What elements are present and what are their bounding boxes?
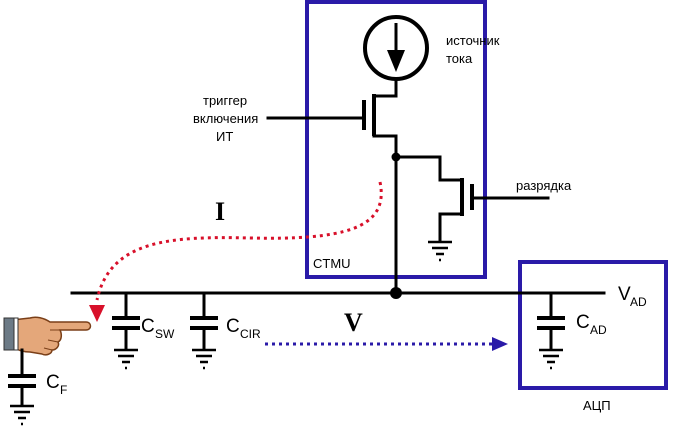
- cad-capacitor-icon: [537, 291, 565, 370]
- csw-capacitor-icon: [112, 291, 140, 370]
- trigger-label: триггер включения ИТ: [193, 93, 258, 144]
- svg-text:F: F: [60, 383, 67, 397]
- ctmu-label: CTMU: [313, 256, 351, 271]
- cad-label: C AD: [576, 312, 607, 337]
- bus-node-dot: [390, 287, 402, 299]
- svg-text:триггер: триггер: [203, 93, 247, 108]
- cf-label: C F: [46, 372, 67, 397]
- svg-text:AD: AD: [590, 323, 607, 337]
- current-arrow: [95, 181, 383, 301]
- ground-icon: [428, 240, 452, 262]
- current-label: I: [215, 197, 225, 226]
- svg-text:CIR: CIR: [240, 327, 261, 341]
- current-source-icon: [363, 15, 429, 81]
- discharge-transistor-icon: [438, 178, 550, 242]
- svg-text:C: C: [226, 316, 240, 337]
- svg-text:ИТ: ИТ: [216, 129, 233, 144]
- cf-capacitor-icon: [8, 348, 36, 426]
- voltage-label: V: [344, 308, 363, 337]
- voltage-arrow-head: [492, 337, 508, 351]
- svg-text:тока: тока: [446, 51, 473, 66]
- svg-text:V: V: [618, 284, 631, 305]
- ccir-capacitor-icon: [190, 291, 218, 370]
- trigger-transistor-icon: [266, 94, 398, 138]
- svg-text:источник: источник: [446, 33, 500, 48]
- vad-label: V AD: [618, 284, 647, 309]
- svg-text:AD: AD: [630, 295, 647, 309]
- adc-box: [518, 260, 668, 390]
- svg-text:включения: включения: [193, 111, 258, 126]
- pointing-hand-icon: [3, 316, 92, 356]
- current-source-label: источник тока: [446, 33, 500, 66]
- csw-label: C SW: [141, 316, 175, 341]
- svg-text:C: C: [141, 316, 155, 337]
- svg-text:SW: SW: [155, 327, 175, 341]
- ccir-label: C CIR: [226, 316, 261, 341]
- svg-text:C: C: [576, 312, 590, 333]
- current-arrow-head: [89, 305, 105, 322]
- svg-text:C: C: [46, 372, 60, 393]
- adc-label: АЦП: [583, 398, 611, 413]
- discharge-label: разрядка: [516, 178, 572, 193]
